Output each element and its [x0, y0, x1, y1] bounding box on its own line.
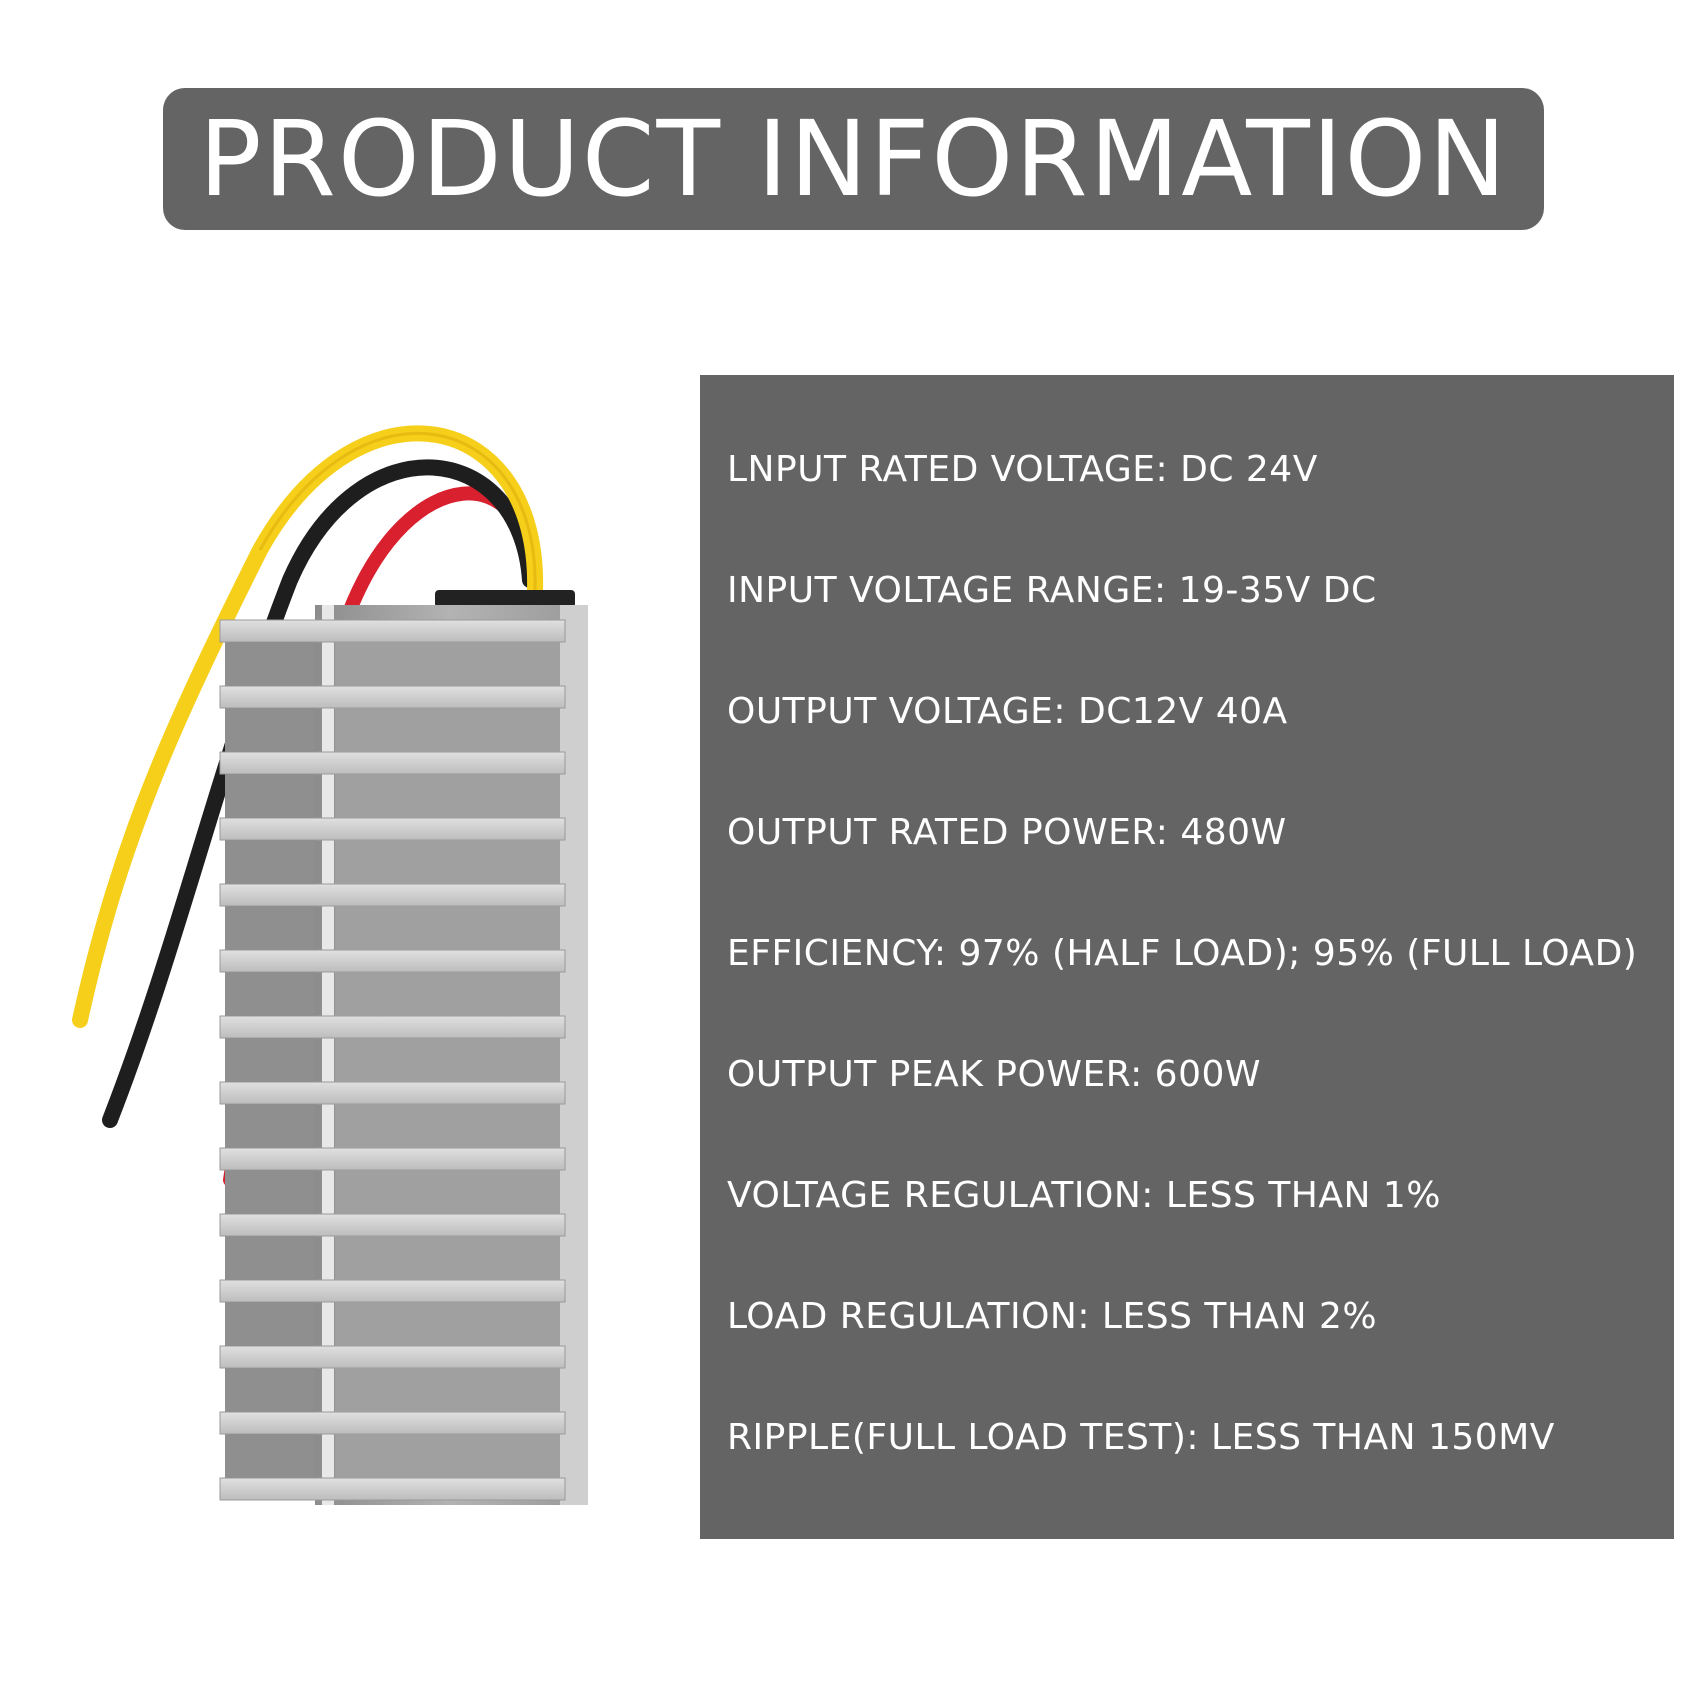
spec-voltage-regulation: VOLTAGE REGULATION: LESS THAN 1%: [727, 1175, 1441, 1216]
spec-input-rated-voltage: LNPUT RATED VOLTAGE: DC 24V: [727, 449, 1318, 490]
black-wire: [102, 459, 538, 1128]
spec-output-rated-power: OUTPUT RATED POWER: 480W: [727, 812, 1287, 853]
spec-output-peak-power: OUTPUT PEAK POWER: 600W: [727, 1054, 1261, 1095]
spec-panel: LNPUT RATED VOLTAGE: DC 24V INPUT VOLTAG…: [700, 375, 1674, 1539]
spec-load-regulation: LOAD REGULATION: LESS THAN 2%: [727, 1296, 1378, 1337]
wire-grommet: [435, 590, 575, 608]
spec-ripple: RIPPLE(FULL LOAD TEST): LESS THAN 150MV: [727, 1417, 1555, 1458]
product-photo: [72, 425, 588, 1505]
title-banner: PRODUCT INFORMATION: [163, 88, 1544, 230]
spec-output-voltage: OUTPUT VOLTAGE: DC12V 40A: [727, 691, 1288, 732]
spec-input-voltage-range: INPUT VOLTAGE RANGE: 19-35V DC: [727, 570, 1377, 611]
spec-efficiency: EFFICIENCY: 97% (HALF LOAD); 95% (FULL L…: [727, 933, 1638, 974]
banner-title: PRODUCT INFORMATION: [198, 98, 1509, 220]
